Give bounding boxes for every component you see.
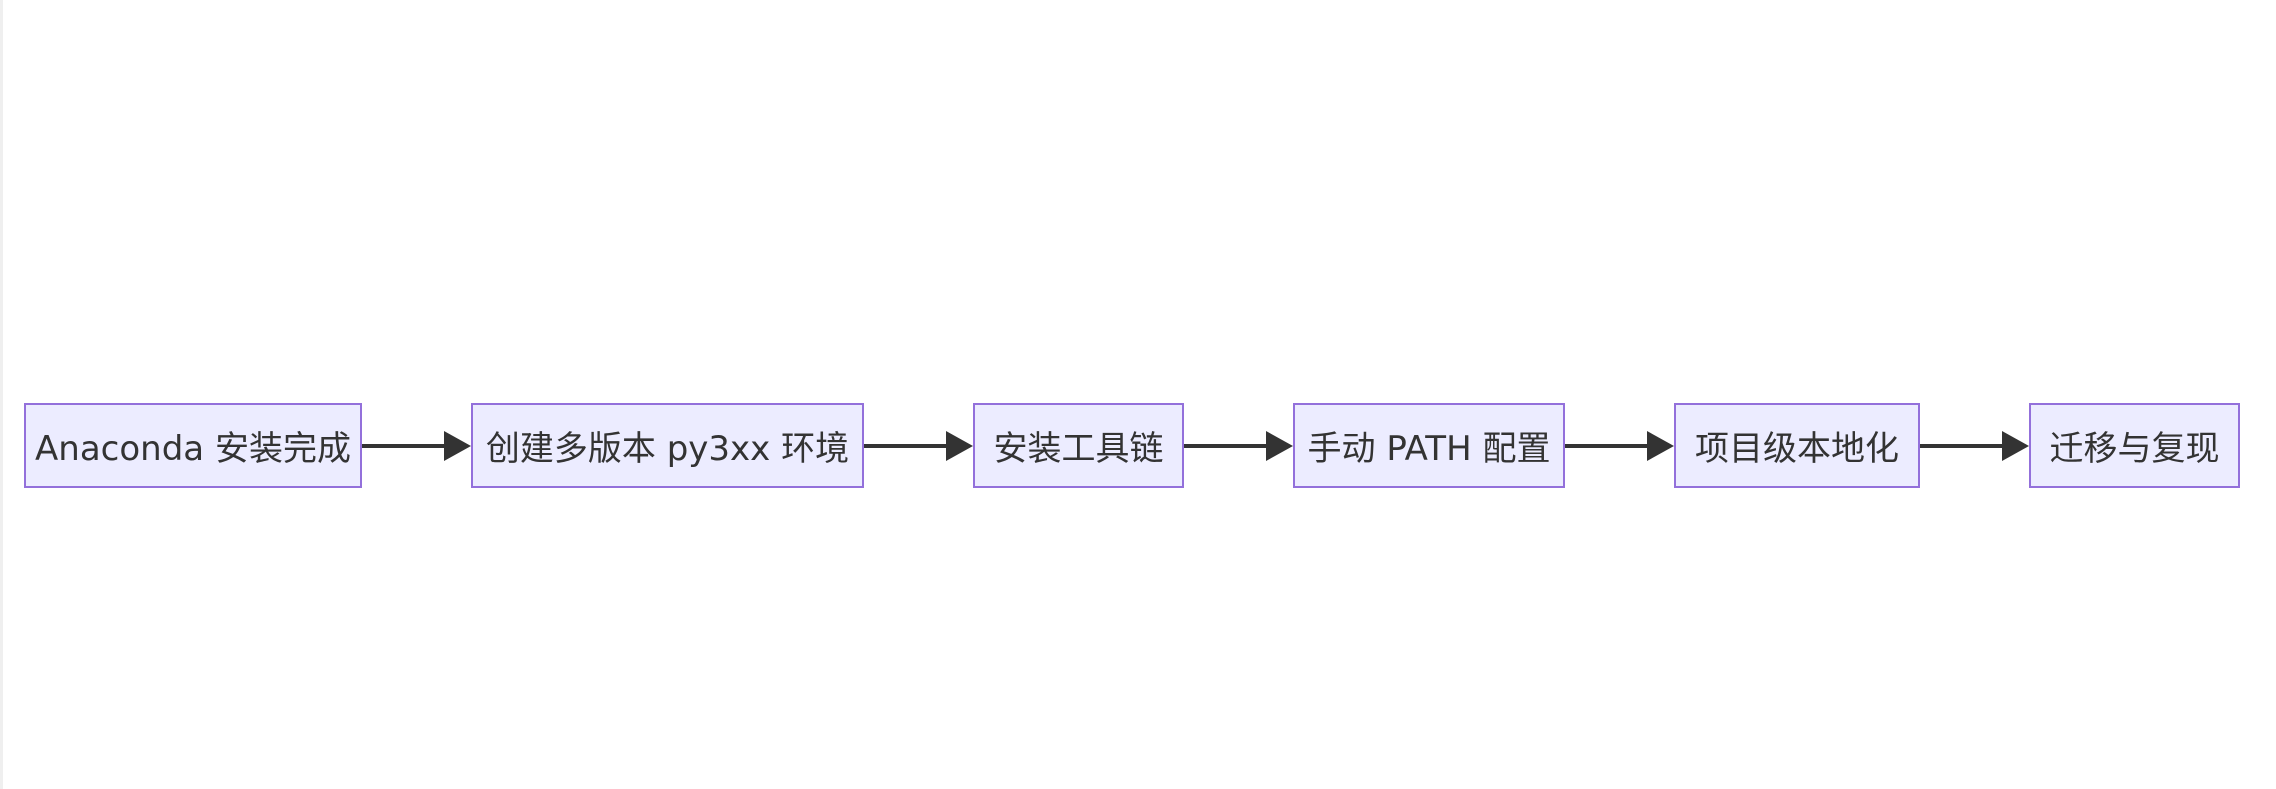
node-project-local: 项目级本地化 — [1674, 403, 1920, 488]
node-manual-path: 手动 PATH 配置 — [1293, 403, 1565, 488]
node-label: 手动 PATH 配置 — [1307, 429, 1551, 469]
edge-n4-n5 — [1920, 431, 2029, 461]
node-label: 安装工具链 — [993, 429, 1164, 469]
node-anaconda-installed: Anaconda 安装完成 — [24, 403, 362, 488]
node-label: 项目级本地化 — [1695, 429, 1899, 469]
node-migrate-reproduce: 迁移与复现 — [2029, 403, 2240, 488]
node-label: 迁移与复现 — [2049, 429, 2220, 469]
edge-n1-n2 — [864, 431, 973, 461]
edge-n3-n4 — [1565, 431, 1674, 461]
node-create-envs: 创建多版本 py3xx 环境 — [471, 403, 864, 488]
edge-n0-n1 — [362, 431, 471, 461]
node-label: Anaconda 安装完成 — [35, 429, 351, 469]
node-install-toolchain: 安装工具链 — [973, 403, 1184, 488]
edge-n2-n3 — [1184, 431, 1293, 461]
node-label: 创建多版本 py3xx 环境 — [485, 429, 850, 469]
